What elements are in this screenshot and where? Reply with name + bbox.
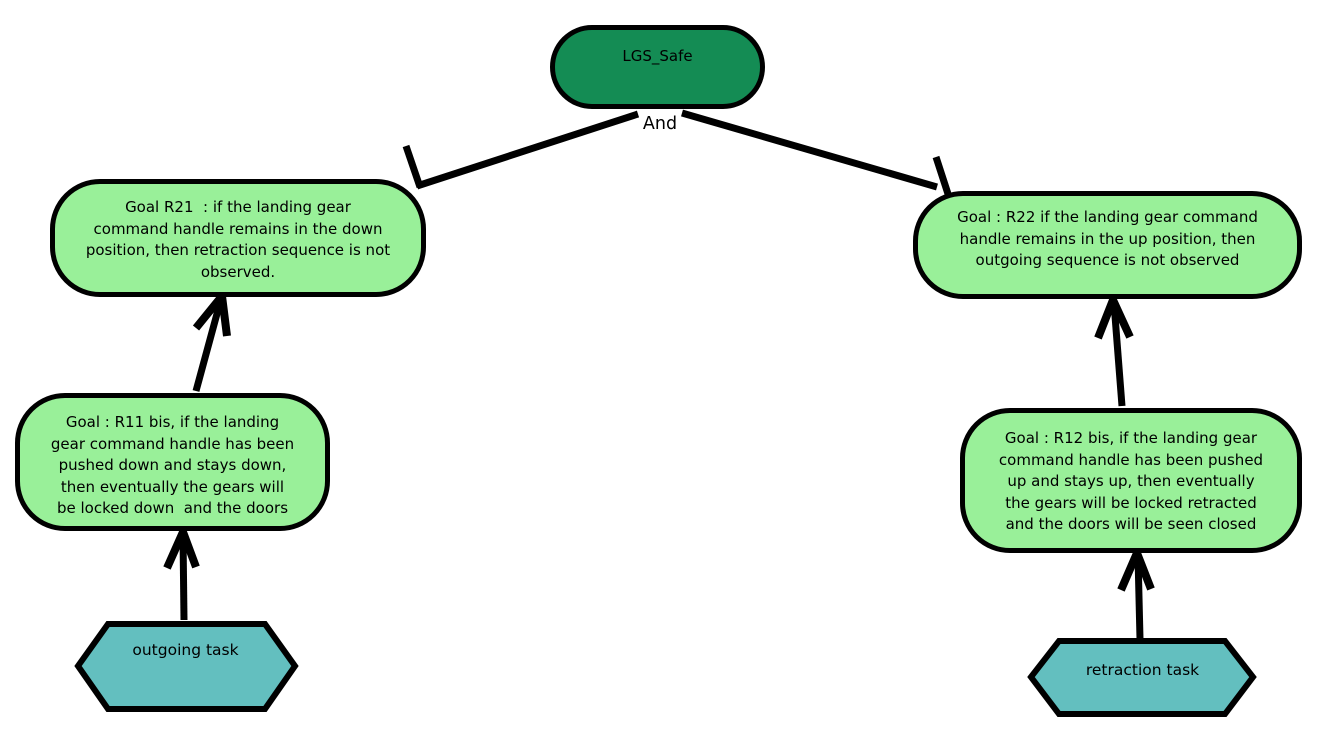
task-label-outgoing: outgoing task xyxy=(132,641,239,659)
goal-node-r22[interactable]: Goal : R22 if the landing gear command h… xyxy=(913,191,1302,299)
task-label-retraction: retraction task xyxy=(1085,661,1200,679)
goal-text-line: handle remains in the up position, then xyxy=(959,229,1256,248)
goal-text-line: the gears will be locked retracted xyxy=(1005,493,1257,512)
goal-text-line: and the doors will be seen closed xyxy=(1005,515,1257,533)
arrow-shaft xyxy=(1134,555,1144,640)
goal-text-line: Goal : R12 bis, if the landing gear xyxy=(1004,429,1258,447)
completeness-tick xyxy=(402,144,424,189)
goal-text-line: outgoing sequence is not observed xyxy=(975,251,1240,269)
goal-node-r12-bis[interactable]: Goal : R12 bis, if the landing gear comm… xyxy=(960,408,1302,553)
arrow-head xyxy=(1094,289,1134,340)
arrow-head xyxy=(1117,542,1155,592)
goal-text-line: gear command handle has been xyxy=(50,434,295,453)
goal-text-line: up and stays up, then eventually xyxy=(1007,472,1255,490)
goal-text-line: command handle has been pushed xyxy=(998,450,1264,469)
goal-node-r11-bis[interactable]: Goal : R11 bis, if the landing gear comm… xyxy=(15,393,330,531)
task-node-retraction[interactable] xyxy=(1027,638,1257,717)
goal-text-line: Goal : R11 bis, if the landing xyxy=(65,413,280,431)
completeness-tick xyxy=(932,155,953,199)
root-goal-node[interactable]: LGS_Safe xyxy=(550,25,765,109)
connector-line xyxy=(415,110,640,190)
task-node-outgoing[interactable] xyxy=(74,621,299,712)
goal-text-line: pushed down and stays down, xyxy=(58,456,287,474)
goal-text-line: observed. xyxy=(200,262,276,281)
goal-text-line: Goal : R22 if the landing gear command xyxy=(957,208,1258,226)
refinement-connector-root-r22[interactable] xyxy=(681,109,953,199)
goal-text-line: command handle remains in the down xyxy=(93,219,383,238)
refinement-arrow-retraction-to-r12[interactable] xyxy=(1117,542,1155,640)
connector-line xyxy=(681,109,938,191)
refinement-arrow-r12-to-r22[interactable] xyxy=(1094,289,1134,407)
and-operator-label: And xyxy=(642,114,678,134)
goal-text-line: position, then retraction sequence is no… xyxy=(85,241,391,259)
refinement-connector-root-r21[interactable] xyxy=(402,110,640,190)
refinement-arrow-outgoing-to-r11[interactable] xyxy=(163,521,200,621)
root-goal-label: LGS_Safe xyxy=(622,47,693,65)
goal-text-line: be locked down and the doors xyxy=(56,499,289,517)
arrow-shaft xyxy=(1110,302,1126,407)
goal-text-line: then eventually the gears will xyxy=(60,477,285,496)
goal-node-r21[interactable]: Goal R21 : if the landing gear command h… xyxy=(50,179,426,297)
arrow-shaft xyxy=(179,534,188,621)
goal-text-line: Goal R21 : if the landing gear xyxy=(125,198,351,216)
arrow-head xyxy=(163,521,200,570)
arrow-shaft xyxy=(192,298,225,392)
refinement-arrow-r11-to-r21[interactable] xyxy=(192,286,231,392)
